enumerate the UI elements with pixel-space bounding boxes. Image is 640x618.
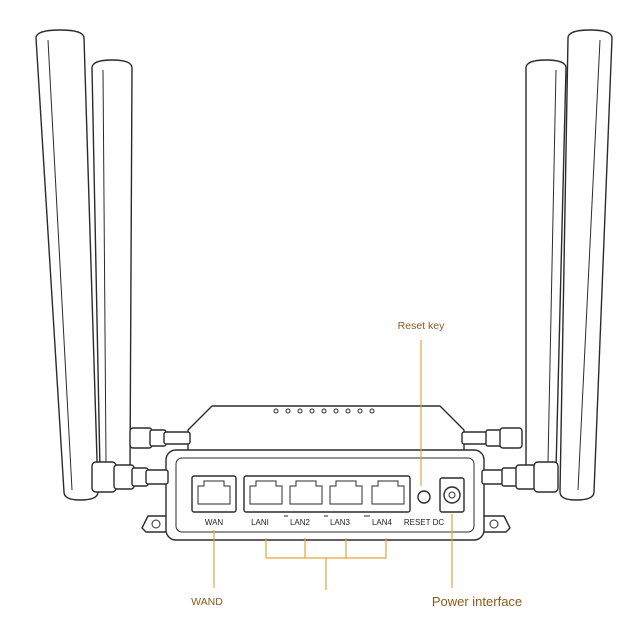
antenna-connector-right-front [481,461,559,493]
lan-port-4 [371,480,405,505]
lan-port-1 [249,480,283,505]
lan1-label: LANI [251,518,269,527]
callout-lines [213,340,453,590]
antenna-left-back [91,59,133,471]
antenna-connector-left-back [129,427,191,449]
router-top-housing [187,405,465,453]
wan-callout-label: WAND [191,596,223,608]
lan-port-2 [289,480,323,505]
wan-port: WAN [191,475,237,527]
lan3-label: LAN3 [330,518,351,527]
reset-dc-label: RESET DC [404,518,445,527]
reset-key-label: Reset key [398,320,445,332]
reset-button-icon [417,490,431,504]
lan2-label: LAN2 [290,518,311,527]
wan-port-label: WAN [205,518,224,527]
dc-jack-icon [439,477,465,513]
lan-bracket [265,538,387,590]
antenna-connector-right-back [461,427,523,449]
antenna-left-front [35,29,99,501]
lan-port-3 [329,480,363,505]
lan4-label: LAN4 [372,518,393,527]
antenna-right-back [525,59,567,471]
power-interface-label: Power interface [432,594,522,609]
led-indicator-icon [273,408,375,414]
antenna-connector-left-front [91,461,169,493]
antenna-right-front [559,29,613,501]
lan-port-block: LANI LAN2 LAN3 LAN4 [243,475,411,527]
